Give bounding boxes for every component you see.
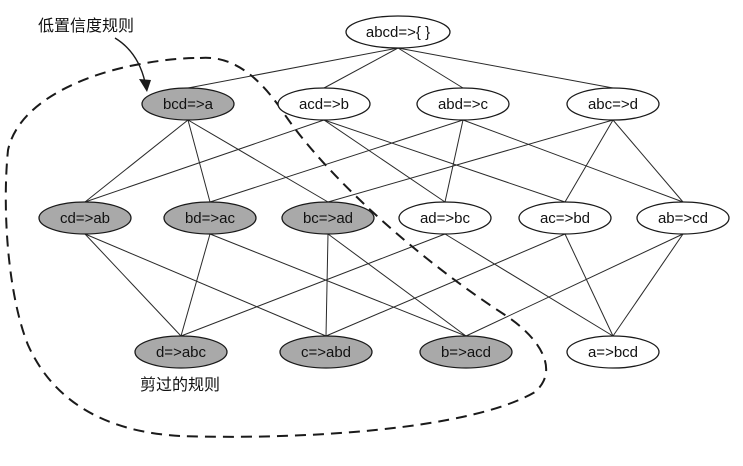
edge-cd_ab-c_abd xyxy=(84,233,327,337)
edge-bc_ad-c_abd xyxy=(325,233,329,337)
rule-node-label: abcd=>{ } xyxy=(366,24,430,41)
edge-bd_ac-b_acd xyxy=(209,233,467,337)
edge-abcd-abd_c xyxy=(397,47,464,89)
rule-node-d_abc: d=>abc xyxy=(134,335,228,369)
rule-node-abd_c: abd=>c xyxy=(416,87,510,121)
rule-node-cd_ab: cd=>ab xyxy=(38,201,132,235)
pruned-node-ellipse xyxy=(141,87,235,121)
rule-node-label: d=>abc xyxy=(156,344,207,361)
edge-abd_c-ab_cd xyxy=(462,119,684,203)
rule-node-ellipse xyxy=(345,15,451,49)
rule-node-label: ac=>bd xyxy=(540,210,590,227)
pruned-node-ellipse xyxy=(163,201,257,235)
rule-node-label: ab=>cd xyxy=(658,210,708,227)
edge-abcd-acd_b xyxy=(323,47,399,89)
edge-bd_ac-d_abc xyxy=(180,233,211,337)
edge-abd_c-bd_ac xyxy=(209,119,464,203)
edge-ac_bd-a_bcd xyxy=(564,233,614,337)
rule-node-ellipse xyxy=(277,87,371,121)
pruned-rules-label: 剪过的规则 xyxy=(140,375,220,394)
edge-bcd_a-bd_ac xyxy=(187,119,211,203)
rule-node-label: a=>bcd xyxy=(588,344,638,361)
edge-ad_bc-d_abc xyxy=(180,233,446,337)
rule-node-ellipse xyxy=(518,201,612,235)
edge-abcd-abc_d xyxy=(397,47,614,89)
rule-node-ellipse xyxy=(636,201,730,235)
rule-node-label: c=>abd xyxy=(301,344,351,361)
pruned-node-ellipse xyxy=(281,201,375,235)
low-confidence-rule-label: 低置信度规则 xyxy=(38,16,134,35)
edge-acd_b-ac_bd xyxy=(323,119,566,203)
rule-node-ac_bd: ac=>bd xyxy=(518,201,612,235)
rule-node-bc_ad: bc=>ad xyxy=(281,201,375,235)
rule-node-label: ad=>bc xyxy=(420,210,471,227)
edge-abc_d-bc_ad xyxy=(327,119,614,203)
pruned-node-ellipse xyxy=(419,335,513,369)
edge-ab_cd-a_bcd xyxy=(612,233,684,337)
rule-node-ad_bc: ad=>bc xyxy=(398,201,492,235)
pruned-rules-boundary xyxy=(4,56,548,438)
edge-acd_b-cd_ab xyxy=(84,119,325,203)
rule-node-ellipse xyxy=(566,87,660,121)
edge-ad_bc-a_bcd xyxy=(444,233,614,337)
rule-node-label: cd=>ab xyxy=(60,210,110,227)
pruned-node-ellipse xyxy=(279,335,373,369)
pruned-node-ellipse xyxy=(134,335,228,369)
edge-abd_c-ad_bc xyxy=(444,119,464,203)
rule-node-label: acd=>b xyxy=(299,96,349,113)
rule-node-acd_b: acd=>b xyxy=(277,87,371,121)
rule-node-c_abd: c=>abd xyxy=(279,335,373,369)
edge-bc_ad-b_acd xyxy=(327,233,467,337)
edge-abcd-bcd_a xyxy=(187,47,399,89)
rule-node-abc_d: abc=>d xyxy=(566,87,660,121)
edges-layer xyxy=(84,47,684,337)
rule-node-a_bcd: a=>bcd xyxy=(566,335,660,369)
rule-node-ab_cd: ab=>cd xyxy=(636,201,730,235)
rule-node-label: bc=>ad xyxy=(303,210,353,227)
edge-acd_b-ad_bc xyxy=(323,119,446,203)
nodes-layer: abcd=>{ } bcd=>a acd=>b abd=>c abc=>d cd=>ab b… xyxy=(38,15,730,369)
edge-ac_bd-c_abd xyxy=(325,233,566,337)
edge-bcd_a-bc_ad xyxy=(187,119,329,203)
rule-node-b_acd: b=>acd xyxy=(419,335,513,369)
edge-bcd_a-cd_ab xyxy=(84,119,189,203)
rule-node-ellipse xyxy=(566,335,660,369)
rule-node-label: bd=>ac xyxy=(185,210,236,227)
rule-node-label: abc=>d xyxy=(588,96,638,113)
rule-node-ellipse xyxy=(398,201,492,235)
rule-node-label: abd=>c xyxy=(438,96,489,113)
edge-abc_d-ac_bd xyxy=(564,119,614,203)
rule-node-label: bcd=>a xyxy=(163,96,214,113)
rule-node-ellipse xyxy=(416,87,510,121)
pruned-node-ellipse xyxy=(38,201,132,235)
rule-node-label: b=>acd xyxy=(441,344,491,361)
low-confidence-callout: 低置信度规则 xyxy=(38,16,151,92)
callout-arrowhead xyxy=(139,79,151,92)
rule-node-bcd_a: bcd=>a xyxy=(141,87,235,121)
rule-node-bd_ac: bd=>ac xyxy=(163,201,257,235)
callout-arrow-line xyxy=(114,37,146,83)
edge-ab_cd-b_acd xyxy=(465,233,684,337)
edge-abc_d-ab_cd xyxy=(612,119,684,203)
rule-node-abcd: abcd=>{ } xyxy=(345,15,451,49)
edge-cd_ab-d_abc xyxy=(84,233,182,337)
